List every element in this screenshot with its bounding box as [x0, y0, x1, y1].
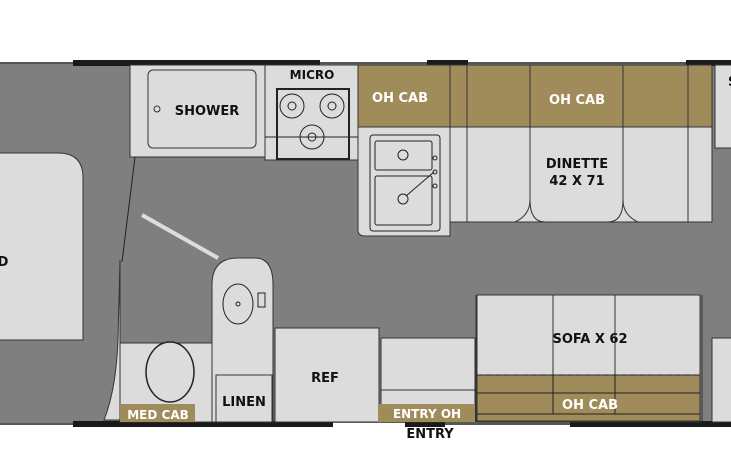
- entry-label: ENTRY: [406, 427, 454, 442]
- lavatory-sink-icon: [222, 283, 254, 325]
- bed-label: D: [0, 255, 9, 270]
- right-fixture: [714, 64, 731, 149]
- dinette-label: DINETTE: [546, 157, 608, 172]
- oh-cab-sofa-label: OH CAB: [562, 398, 618, 413]
- linen-cabinet: [215, 374, 273, 423]
- kitchen-counter: [357, 126, 451, 237]
- right-fixture-bottom: [711, 337, 731, 423]
- shower-label: SHOWER: [175, 104, 240, 119]
- toilet-icon: [145, 341, 195, 403]
- faucet-icon: [257, 292, 266, 308]
- stove-icon: [265, 88, 358, 160]
- ref-label: REF: [311, 371, 339, 386]
- shower-drain-icon: [153, 105, 161, 113]
- right-fixture-label: S: [728, 75, 731, 90]
- oh-cab-sofa: [476, 374, 701, 422]
- drain-icon: [235, 301, 241, 307]
- shower-tray: [147, 69, 257, 149]
- door-swing: [141, 213, 219, 260]
- linen-label: LINEN: [222, 395, 266, 410]
- bed: [0, 152, 84, 341]
- dinette-size-label: 42 X 71: [549, 174, 604, 189]
- entry-oh-label: ENTRY OH: [393, 407, 461, 421]
- dinette-dividers: [466, 65, 689, 223]
- med-cab: [120, 404, 195, 422]
- oh-cab-dinette-label: OH CAB: [549, 93, 605, 108]
- med-cab-label: MED CAB: [127, 408, 189, 422]
- micro-label: MICRO: [290, 68, 335, 82]
- sofa-label: SOFA X 62: [552, 332, 627, 347]
- oh-cab-dinette: [449, 64, 713, 128]
- refrigerator: [274, 327, 380, 423]
- oh-cab-kitchen-label: OH CAB: [372, 91, 428, 106]
- bathroom-partition: [103, 259, 121, 421]
- sink-icon: [369, 134, 441, 232]
- entry-oh-cab: [378, 404, 475, 422]
- bathroom-wall-line: [121, 156, 136, 263]
